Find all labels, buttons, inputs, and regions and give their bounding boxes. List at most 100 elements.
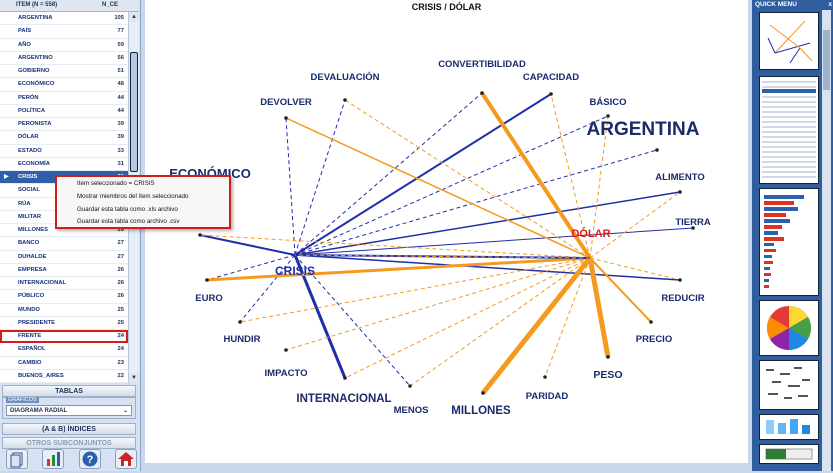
hub-label-dolar[interactable]: DÓLAR [571, 227, 610, 240]
edge-crisis-hundir [239, 254, 296, 323]
radial-diagram[interactable]: ARGENTINAECONÓMICOCONVERTIBILIDADDEVALUA… [145, 0, 748, 463]
node-label-euro[interactable]: EURO [195, 293, 222, 304]
node-dot-hundir[interactable] [238, 320, 242, 324]
scroll-down-icon[interactable]: ▼ [129, 373, 139, 383]
thumbnail-gauge[interactable] [759, 444, 819, 464]
node-dot-reducir[interactable] [678, 278, 682, 282]
node-dot-basico[interactable] [606, 114, 610, 118]
node-dot-capacidad[interactable] [549, 92, 553, 96]
thumbnail-icons[interactable] [759, 414, 819, 440]
node-label-capacidad[interactable]: CAPACIDAD [523, 72, 579, 83]
node-label-convertibilidad[interactable]: CONVERTIBILIDAD [438, 59, 526, 70]
home-icon[interactable] [115, 449, 137, 469]
tablas-button[interactable]: TABLAS [2, 385, 136, 397]
node-dot-tierra[interactable] [691, 226, 695, 230]
node-dot-devolver[interactable] [284, 116, 288, 120]
node-dot-alimento[interactable] [678, 190, 682, 194]
node-dot-economico[interactable] [198, 233, 202, 237]
document-icon[interactable] [6, 449, 28, 469]
node-label-reducir[interactable]: REDUCIR [661, 293, 704, 304]
col-header-item[interactable]: ITEM (N = 558) [16, 2, 58, 8]
otros-subconjuntos-button[interactable]: OTROS SUBCONJUNTOS [2, 437, 136, 449]
quick-scroll-thumb[interactable] [823, 30, 830, 90]
node-label-devolver[interactable]: DEVOLVER [260, 97, 312, 108]
node-dot-argentina[interactable] [655, 148, 659, 152]
node-dot-devaluacion[interactable] [343, 98, 347, 102]
thumbnail-table[interactable] [759, 76, 819, 184]
menu-item-save-xls[interactable]: Guardar esta tabla como .xls archivo [77, 206, 178, 213]
node-label-impacto[interactable]: IMPACTO [265, 368, 308, 379]
help-icon[interactable]: ? [79, 449, 101, 469]
node-label-precio[interactable]: PRECIO [636, 334, 672, 345]
menu-item-selected[interactable]: Item seleccionado = CRISIS [77, 180, 155, 187]
node-label-tierra[interactable]: TIERRA [675, 217, 711, 228]
thumbnail-map[interactable] [759, 360, 819, 410]
thumbnail-bars[interactable] [759, 188, 819, 296]
close-icon[interactable]: x [828, 1, 832, 8]
row-item: CRISIS [18, 174, 38, 180]
node-dot-euro[interactable] [205, 278, 209, 282]
node-dot-impacto[interactable] [284, 348, 288, 352]
chevron-down-icon[interactable]: ⌄ [122, 408, 128, 414]
col-header-nce[interactable]: N_CE [102, 2, 119, 8]
node-label-peso[interactable]: PESO [593, 369, 622, 381]
node-label-basico[interactable]: BÁSICO [590, 97, 627, 108]
node-dot-paridad[interactable] [543, 375, 547, 379]
scroll-thumb[interactable] [130, 52, 138, 172]
bar-chart-icon[interactable] [42, 449, 64, 469]
node-dot-precio[interactable] [649, 320, 653, 324]
thumbnail-pie[interactable] [759, 300, 819, 356]
indices-button[interactable]: (A & B) ÍNDICES [2, 423, 136, 435]
row-item: EMPRESA [18, 266, 47, 273]
scroll-up-icon[interactable]: ▲ [129, 12, 139, 22]
menu-item-save-csv[interactable]: Guardar esta tabla como archivo .csv [77, 218, 180, 225]
node-dot-menos[interactable] [408, 384, 412, 388]
row-item: SOCIAL [18, 187, 40, 194]
menu-item-show-members[interactable]: Mostrar miembros del ítem seleccionado [77, 193, 189, 200]
node-dot-internacional[interactable] [343, 376, 347, 380]
node-dot-convertibilidad[interactable] [480, 91, 484, 95]
node-label-internacional[interactable]: INTERNACIONAL [296, 393, 391, 405]
edge-dolar-basico [589, 115, 609, 259]
node-label-menos[interactable]: MENOS [394, 405, 429, 416]
node-label-paridad[interactable]: PARIDAD [526, 391, 569, 402]
node-label-hundir[interactable]: HUNDIR [224, 334, 261, 345]
node-label-argentina[interactable]: ARGENTINA [587, 119, 700, 140]
node-label-devaluacion[interactable]: DEVALUACIÓN [311, 71, 380, 83]
node-dot-peso[interactable] [606, 355, 610, 359]
row-item: AÑO [18, 41, 31, 48]
quick-menu-scrollbar[interactable] [822, 10, 831, 471]
node-dot-millones[interactable] [481, 391, 485, 395]
graficos-select[interactable]: DIAGRAMA RADIAL ⌄ [6, 405, 132, 416]
hub-label-crisis[interactable]: CRISIS [275, 264, 315, 278]
row-count: 27 [117, 240, 124, 247]
row-item: PAÍS [18, 28, 32, 35]
node-label-alimento[interactable]: ALIMENTO [655, 172, 704, 183]
node-label-millones[interactable]: MILLONES [451, 405, 511, 417]
thumbnail-radial[interactable] [759, 12, 819, 70]
